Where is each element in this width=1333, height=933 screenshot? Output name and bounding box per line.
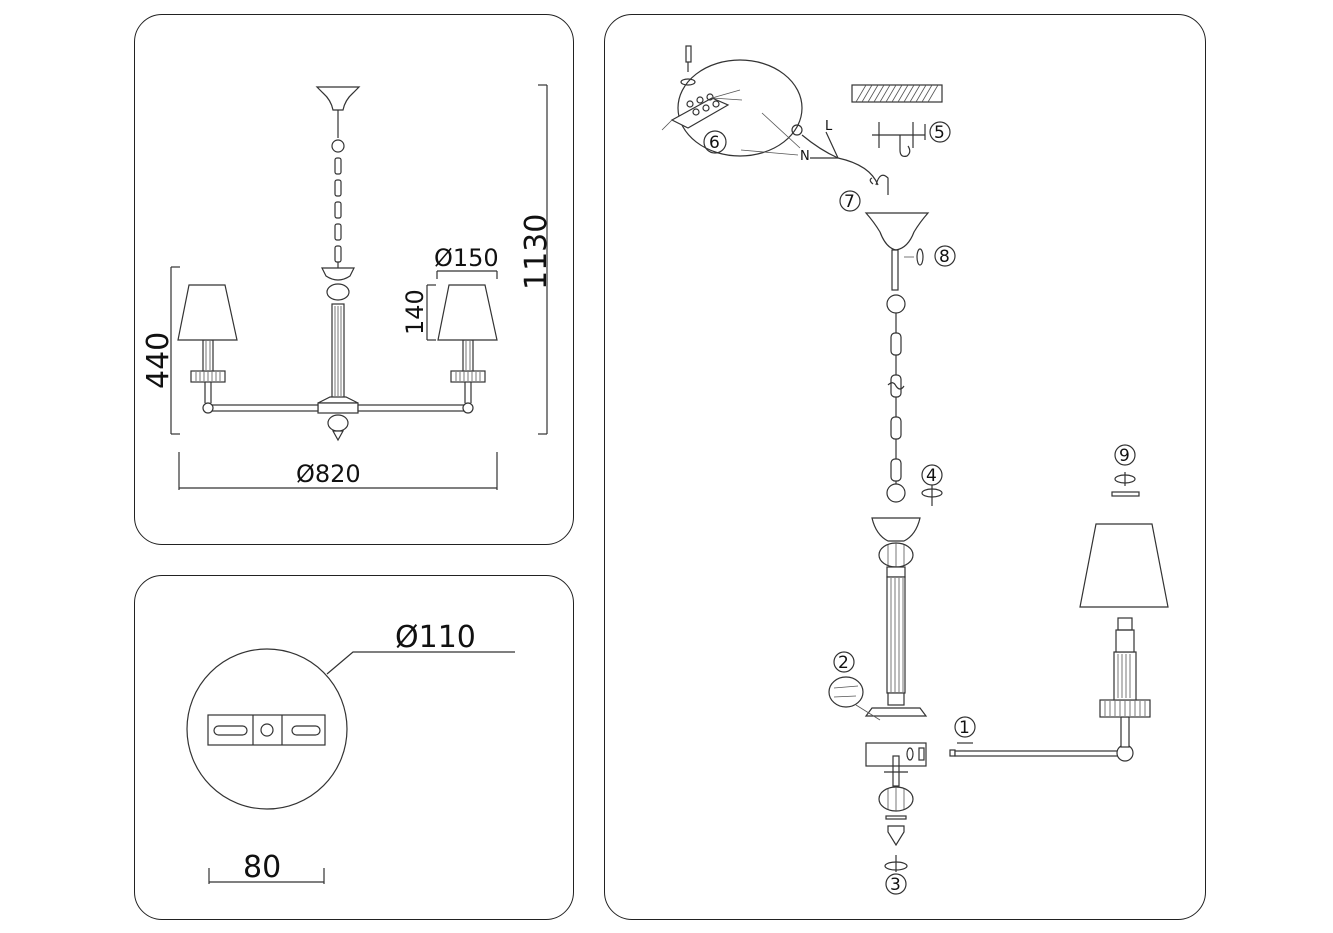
assembly-chain — [886, 294, 906, 503]
dim-shade-diameter: Ø150 — [434, 244, 499, 272]
slot-right — [291, 725, 321, 736]
ceiling — [851, 84, 943, 103]
dimensions-panel — [134, 14, 574, 545]
step-3: 3 — [890, 875, 901, 895]
lamp-left — [177, 284, 238, 403]
slot-left — [213, 725, 248, 736]
column-cup — [321, 267, 355, 281]
step-6: 6 — [709, 133, 720, 153]
assembly-column — [864, 517, 928, 717]
nut-4 — [921, 485, 943, 506]
wire-label-live: L — [825, 119, 833, 134]
canopy-panel — [134, 575, 574, 920]
assembly-canopy — [864, 212, 930, 291]
center-hole — [260, 723, 274, 737]
wire-label-neutral: N — [800, 149, 810, 164]
dim-mount-width: 80 — [243, 850, 281, 885]
wiring-detail — [661, 45, 803, 157]
assembly-arm — [949, 523, 1169, 762]
assembly-panel — [604, 14, 1206, 920]
dim-diameter-total: Ø820 — [296, 460, 361, 488]
arm-right — [357, 404, 467, 412]
hook-bracket — [872, 122, 926, 157]
dim-height-body: 440 — [141, 332, 176, 389]
dim-shade-height: 140 — [401, 289, 429, 335]
shade-left — [177, 284, 238, 341]
step-9: 9 — [1119, 446, 1130, 466]
canopy-cup — [315, 86, 361, 111]
column-knob — [326, 283, 350, 301]
mounting-bar — [207, 714, 326, 746]
dim-height-total: 1130 — [519, 214, 554, 290]
arm-hub — [317, 402, 359, 414]
bottom-knob — [327, 414, 349, 432]
dim-canopy-diameter: Ø110 — [395, 620, 476, 655]
wires — [791, 124, 889, 195]
lamp-right — [437, 284, 498, 403]
shade-right — [437, 284, 498, 341]
nut-9 — [1111, 472, 1140, 497]
step-5: 5 — [934, 123, 945, 143]
step-2: 2 — [838, 653, 849, 673]
canopy-circle — [186, 648, 348, 810]
assembly-shade — [1079, 523, 1169, 608]
assembly-hub — [865, 742, 927, 872]
dimension-lines — [170, 84, 548, 490]
chain — [331, 139, 345, 268]
chandelier-elevation — [177, 86, 498, 442]
canopy-plan — [186, 648, 515, 884]
step-1: 1 — [959, 718, 970, 738]
step-8: 8 — [939, 247, 950, 267]
step-markers — [703, 121, 1136, 895]
wiring-detail-2 — [828, 676, 881, 721]
step-7: 7 — [844, 192, 855, 212]
step-4: 4 — [926, 466, 937, 486]
arm-left — [209, 404, 319, 412]
